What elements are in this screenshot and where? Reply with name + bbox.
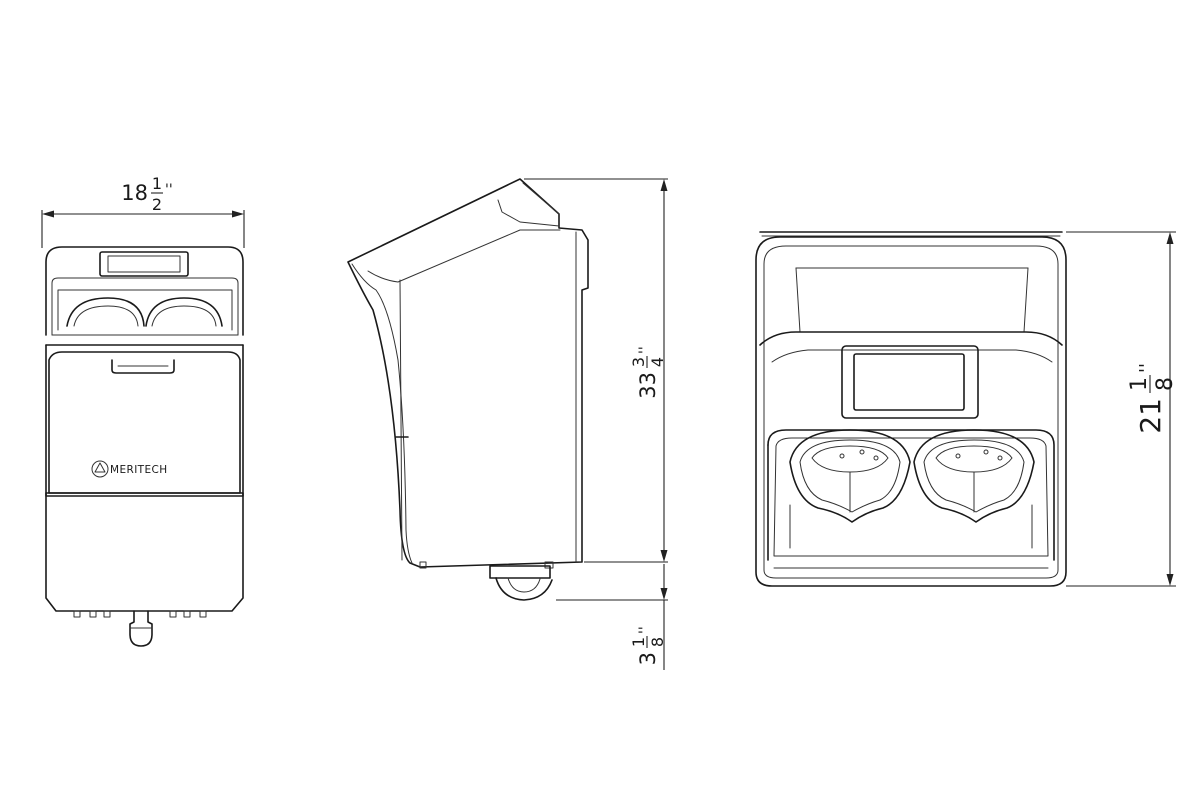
width-dim-numerator: 1 <box>152 174 162 193</box>
depth-dimension: 21 1 8 '' <box>1066 231 1178 587</box>
depth-dim-denominator: 8 <box>1153 377 1178 391</box>
offset-dimension: 3 1 8 '' <box>556 564 668 670</box>
width-dimension: 18 1 2 '' <box>41 174 245 248</box>
depth-dim-unit: '' <box>1136 363 1157 373</box>
height-dim-denominator: 4 <box>648 357 667 367</box>
height-dim-numerator: 3 <box>629 357 648 367</box>
offset-dim-whole: 3 <box>636 652 660 665</box>
offset-dim-numerator: 1 <box>629 637 648 647</box>
width-dim-denominator: 2 <box>152 195 162 214</box>
height-dim-whole: 33 <box>636 372 660 399</box>
offset-dim-unit: '' <box>637 626 653 634</box>
width-dim-whole: 18 <box>121 181 148 205</box>
offset-dim-denominator: 8 <box>648 637 667 647</box>
meritech-logo-mark-icon <box>94 462 106 473</box>
depth-dim-numerator: 1 <box>1127 377 1152 391</box>
top-view <box>755 231 1067 587</box>
depth-dim-whole: 21 <box>1134 398 1167 434</box>
side-view <box>347 178 589 601</box>
width-dim-unit: '' <box>165 182 173 198</box>
height-dimension: 33 3 4 '' <box>524 178 668 563</box>
front-view: MERITECH <box>45 246 244 647</box>
brand-logo-text: MERITECH <box>110 464 168 476</box>
meritech-logo-icon <box>91 460 109 478</box>
height-dim-unit: '' <box>637 346 653 354</box>
